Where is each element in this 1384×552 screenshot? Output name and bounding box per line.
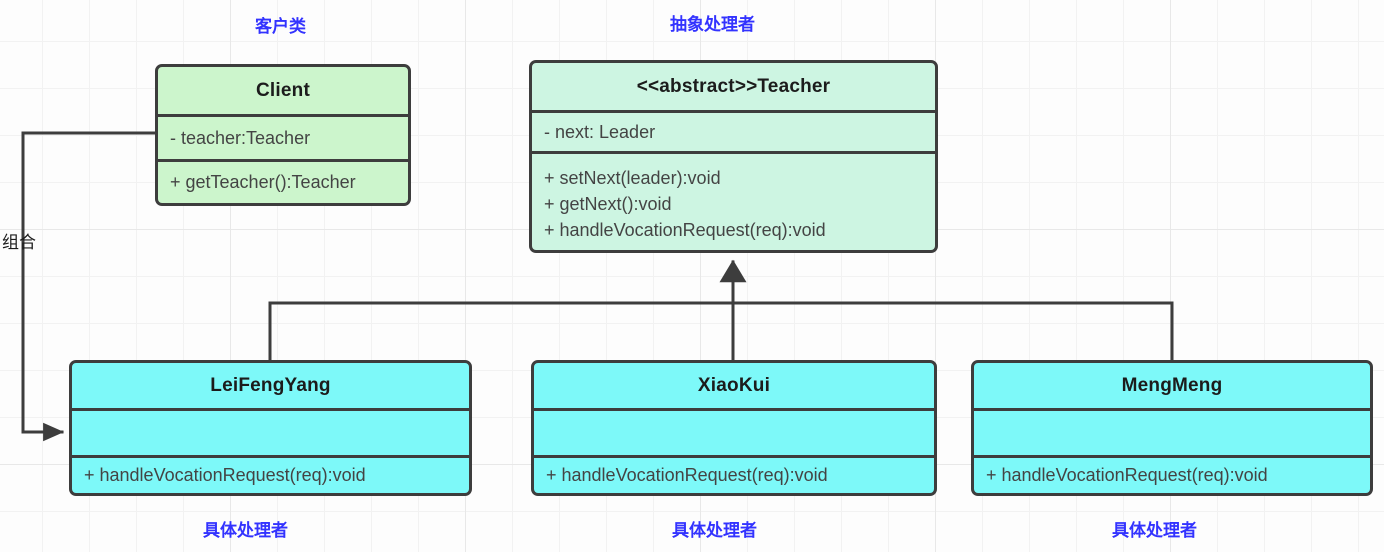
class-name-mengmeng: MengMeng <box>1121 374 1223 396</box>
class-box-leifengyang[interactable]: LeiFengYang + handleVocationRequest(req)… <box>69 360 472 496</box>
class-operations-compartment: + handleVocationRequest(req):void <box>534 455 934 493</box>
operation-item: + handleVocationRequest(req):void <box>986 465 1268 486</box>
operation-item: + setNext(leader):void <box>544 167 721 188</box>
class-operations-compartment: + setNext(leader):void + getNext():void … <box>532 151 935 250</box>
class-attributes-compartment <box>72 408 469 455</box>
class-attributes-compartment: - next: Leader <box>532 110 935 151</box>
class-name-teacher: <<abstract>>Teacher <box>636 75 831 97</box>
class-box-client[interactable]: Client - teacher:Teacher + getTeacher():… <box>155 64 411 206</box>
class-box-mengmeng[interactable]: MengMeng + handleVocationRequest(req):vo… <box>971 360 1373 496</box>
operation-item: + handleVocationRequest(req):void <box>546 465 828 486</box>
class-name-leifengyang: LeiFengYang <box>210 374 331 396</box>
operation-item: + getNext():void <box>544 193 672 214</box>
note-concrete-handler-xiaokui: 具体处理者 <box>672 521 757 540</box>
note-concrete-handler-mengmeng: 具体处理者 <box>1112 521 1197 540</box>
attribute-item: - teacher:Teacher <box>170 127 311 148</box>
class-attributes-compartment <box>534 408 934 455</box>
class-title-compartment: MengMeng <box>974 363 1370 408</box>
operation-item: + handleVocationRequest(req):void <box>84 465 366 486</box>
class-title-compartment: XiaoKui <box>534 363 934 408</box>
class-operations-compartment: + handleVocationRequest(req):void <box>974 455 1370 493</box>
class-name-xiaokui: XiaoKui <box>697 374 771 396</box>
class-attributes-compartment: - teacher:Teacher <box>158 114 408 159</box>
attribute-item: - next: Leader <box>544 121 656 142</box>
class-operations-compartment: + handleVocationRequest(req):void <box>72 455 469 493</box>
class-name-client: Client <box>256 79 310 101</box>
label-composition-relation: 组合 <box>2 233 36 252</box>
note-abstract-handler: 抽象处理者 <box>670 15 755 34</box>
class-title-compartment: Client <box>158 67 408 114</box>
note-concrete-handler-leifengyang: 具体处理者 <box>203 521 288 540</box>
class-attributes-compartment <box>974 408 1370 455</box>
class-box-xiaokui[interactable]: XiaoKui + handleVocationRequest(req):voi… <box>531 360 937 496</box>
class-operations-compartment: + getTeacher():Teacher <box>158 159 408 203</box>
operation-item: + handleVocationRequest(req):void <box>544 220 826 241</box>
note-client-class: 客户类 <box>255 17 306 36</box>
class-title-compartment: <<abstract>>Teacher <box>532 63 935 110</box>
operation-item: + getTeacher():Teacher <box>170 172 356 193</box>
class-title-compartment: LeiFengYang <box>72 363 469 408</box>
class-box-teacher[interactable]: <<abstract>>Teacher - next: Leader + set… <box>529 60 938 253</box>
